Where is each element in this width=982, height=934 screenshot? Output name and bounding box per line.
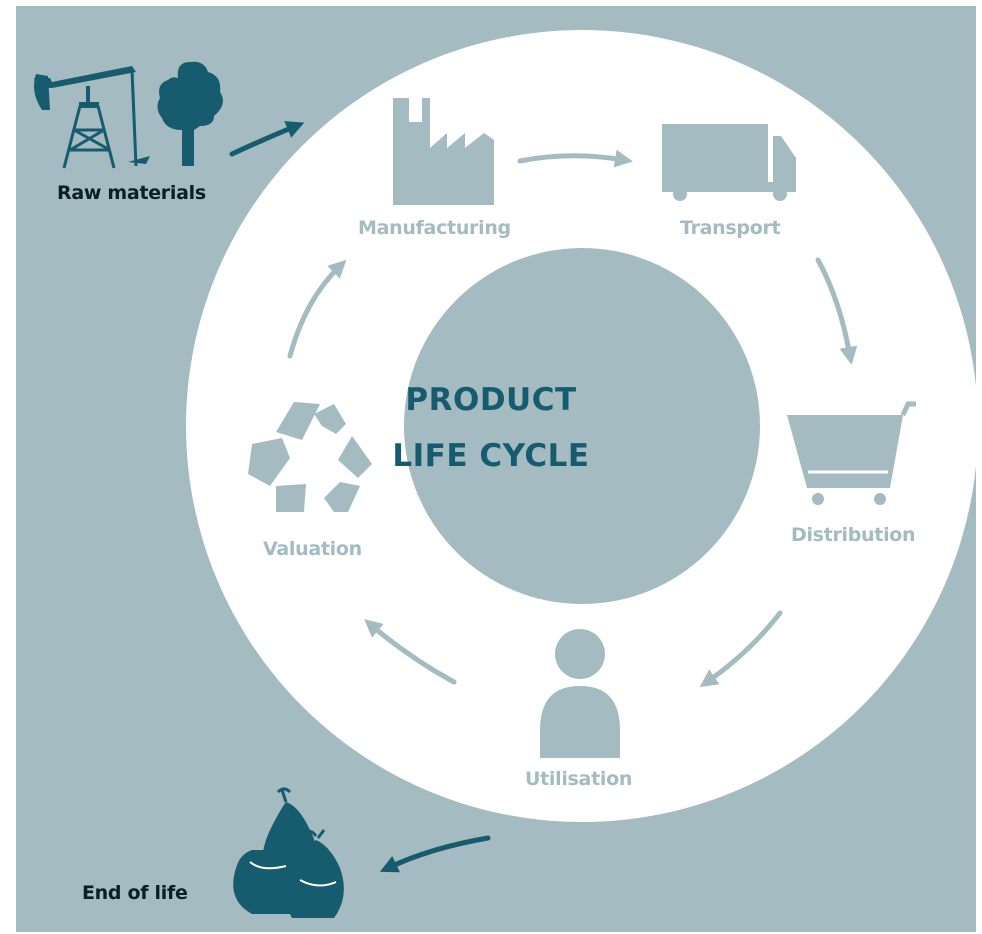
recycle-icon [248,402,372,512]
arrow-distribution-to-utilisation [699,610,783,688]
cycle-arrows [287,149,858,688]
center-title-line1: PRODUCT [405,382,577,418]
stage-label-utilisation: Utilisation [525,768,633,790]
center-circle [404,248,760,604]
arrow-utilisation-to-end-of-life [379,835,491,873]
stage-label-transport: Transport [680,217,781,239]
external-arrows [229,121,491,873]
raw-materials-label: Raw materials [57,182,206,204]
end-of-life-label: End of life [82,882,188,904]
trash-bags-icon [233,787,344,918]
factory-icon [393,98,494,205]
center-title-line2: LIFE CYCLE [392,438,590,474]
center-title: PRODUCT LIFE CYCLE [0,372,982,484]
stage-label-valuation: Valuation [263,538,362,560]
arrow-transport-to-distribution [815,257,858,365]
stage-label-manufacturing: Manufacturing [358,217,511,239]
arrow-utilisation-to-valuation [364,619,457,685]
shopping-cart-icon [787,401,916,505]
truck-icon [662,124,796,201]
oil-pump-and-tree-icon [34,61,223,169]
arrow-valuation-to-manufacturing [287,259,347,359]
arrow-raw-materials-to-manufacturing [229,121,305,157]
arrow-manufacturing-to-transport [517,149,633,168]
stage-label-distribution: Distribution [791,524,916,546]
person-icon [540,629,620,758]
